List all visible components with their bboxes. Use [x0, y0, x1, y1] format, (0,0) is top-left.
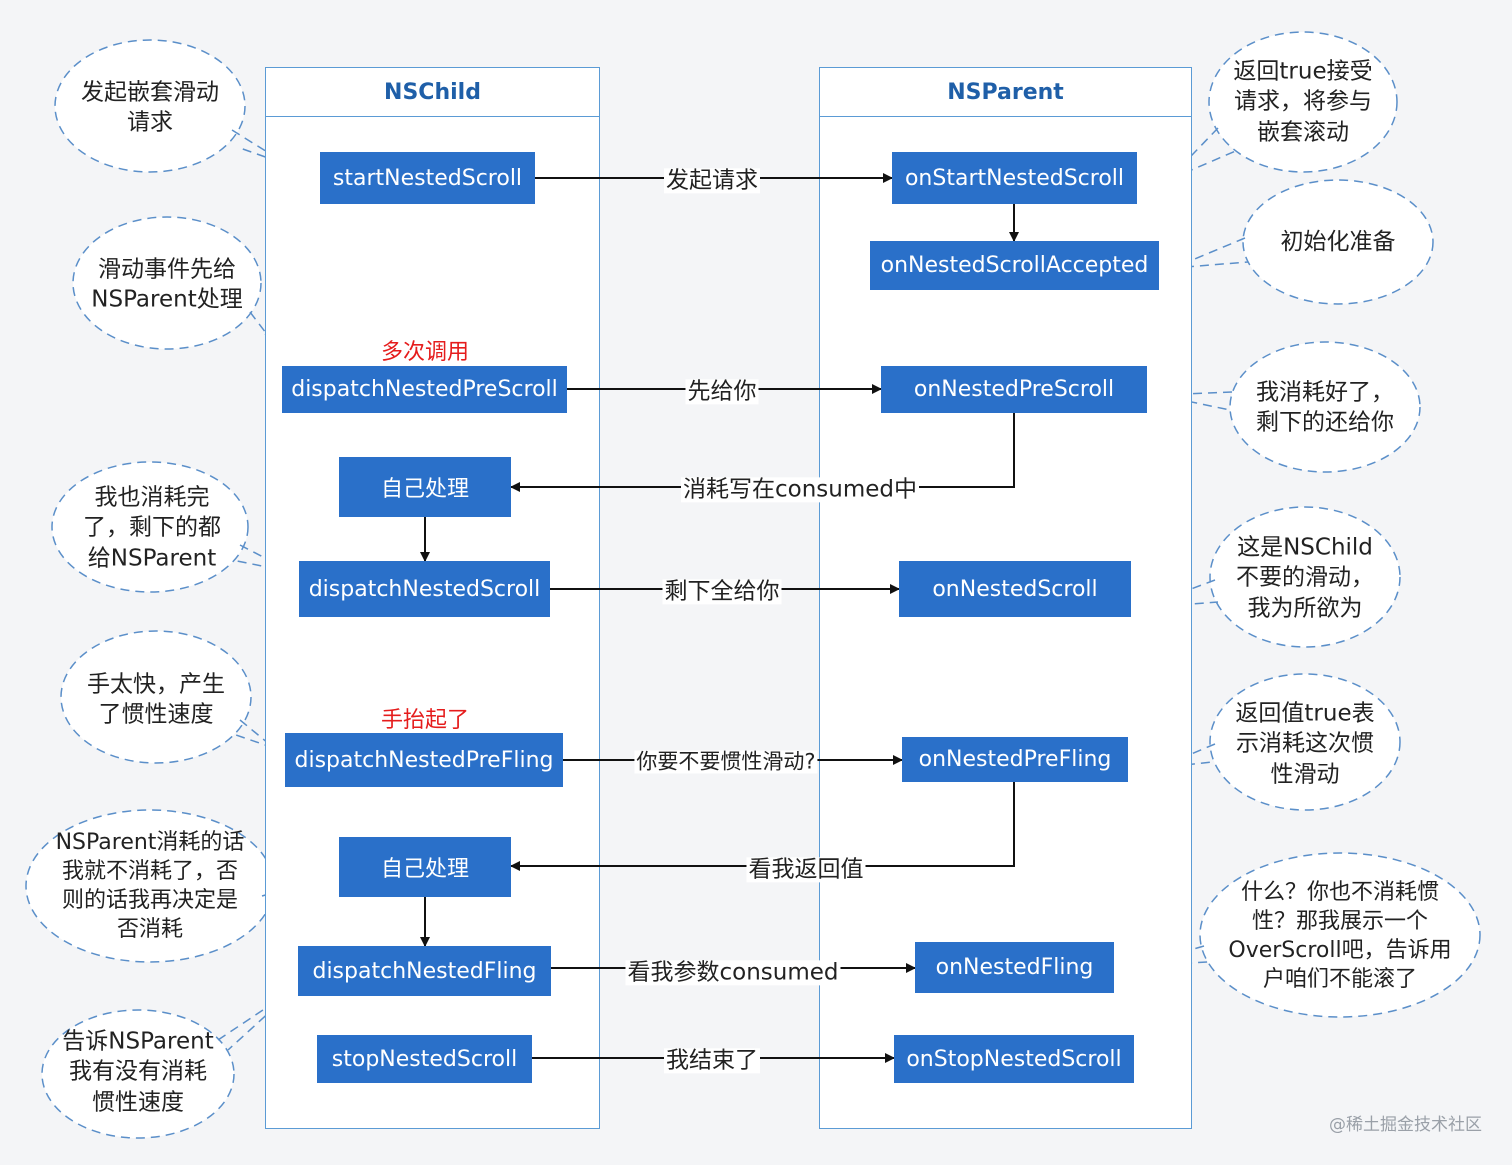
label-pre-fling-ask: 你要不要惯性滑动? — [634, 749, 818, 774]
bubble-consumed-all-child-tail — [231, 544, 293, 573]
edge-consumed-back — [510, 413, 1015, 492]
node-stop-nested-scroll: stopNestedScroll — [317, 1035, 532, 1083]
bubble-initiate: 发起嵌套滑动请求 — [81, 79, 219, 136]
node-self-handle-2: 自己处理 — [339, 837, 511, 897]
lane-nsparent-title: NSParent — [820, 68, 1191, 117]
bubble-tell-parent-shape — [41, 1009, 235, 1139]
bubble-pre-scroll-first-shape — [72, 216, 262, 350]
node-dispatch-nested-pre-scroll: dispatchNestedPreScroll — [282, 366, 567, 413]
bubble-too-fast: 手太快，产生了惯性速度 — [87, 671, 225, 728]
node-on-start-nested-scroll: onStartNestedScroll — [892, 152, 1137, 204]
node-dispatch-nested-scroll: dispatchNestedScroll — [299, 561, 550, 617]
bubble-return-true: 返回值true表示消耗这次惯性滑动 — [1235, 700, 1375, 788]
bubble-accept-tail — [1167, 127, 1239, 181]
node-dispatch-nested-fling: dispatchNestedFling — [298, 946, 551, 996]
label-remaining: 剩下全给你 — [662, 578, 782, 605]
node-on-nested-scroll: onNestedScroll — [899, 561, 1131, 617]
label-consumed-back: 消耗写在consumed中 — [680, 476, 920, 503]
bubble-accept-shape — [1208, 31, 1398, 173]
node-on-nested-fling: onNestedFling — [915, 942, 1114, 993]
label-give-first: 先给你 — [685, 378, 759, 405]
bubble-overscroll-shape — [1199, 852, 1481, 1018]
bubble-parent-consumed: NSParent消耗的话我就不消耗了，否则的话我再决定是否消耗 — [55, 829, 245, 943]
bubble-consumed-rest: 我消耗好了，剩下的还给你 — [1256, 379, 1394, 436]
node-on-nested-pre-scroll: onNestedPreScroll — [881, 366, 1147, 413]
lane-nschild-title: NSChild — [266, 68, 599, 117]
bubble-too-fast-shape — [60, 630, 252, 764]
bubble-consumed-rest-shape — [1229, 341, 1421, 473]
bubble-initiate-shape — [54, 39, 246, 173]
node-start-nested-scroll: startNestedScroll — [320, 152, 535, 204]
node-self-handle-1: 自己处理 — [339, 457, 511, 517]
node-on-stop-nested-scroll: onStopNestedScroll — [894, 1035, 1134, 1083]
bubble-unwanted-scroll-shape — [1209, 506, 1401, 648]
bubble-init-prepare: 初始化准备 — [1280, 228, 1396, 255]
note-multiple-calls: 多次调用 — [380, 340, 470, 365]
edge-see-return — [510, 782, 1015, 871]
label-see-return: 看我返回值 — [746, 856, 866, 883]
label-see-consumed: 看我参数consumed — [625, 959, 841, 986]
node-on-nested-pre-fling: onNestedPreFling — [902, 737, 1128, 782]
watermark: @稀土掘金技术社区 — [1329, 1115, 1482, 1135]
note-finger-lifted: 手抬起了 — [380, 708, 470, 733]
bubble-consumed-all-child-shape — [51, 461, 249, 593]
bubble-accept: 返回true接受请求，将参与嵌套滚动 — [1233, 58, 1373, 146]
label-finished: 我结束了 — [664, 1047, 760, 1074]
node-on-nested-scroll-accepted: onNestedScrollAccepted — [870, 241, 1159, 290]
bubble-consumed-rest-tail — [1157, 391, 1233, 411]
bubble-return-true-shape — [1209, 673, 1401, 811]
bubble-consumed-all-child: 我也消耗完了，剩下的都给NSParent — [83, 484, 221, 572]
bubble-init-prepare-shape — [1242, 179, 1434, 305]
node-dispatch-nested-pre-fling: dispatchNestedPreFling — [285, 733, 563, 787]
label-start-request: 发起请求 — [664, 167, 760, 194]
